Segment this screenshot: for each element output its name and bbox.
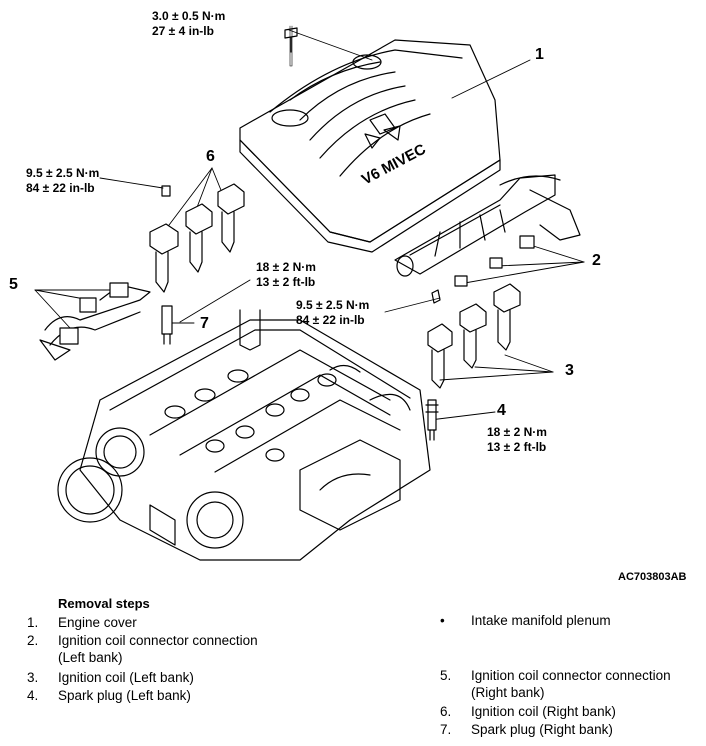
step-text: Spark plug (Right bank) (471, 722, 613, 737)
step-number: 6. (440, 704, 452, 719)
spark-plug-4 (425, 399, 439, 441)
step-text: Ignition coil connector connection (58, 633, 258, 648)
callout-3: 3 (565, 362, 574, 379)
torque-coil-left: 9.5 ± 2.5 N·m 84 ± 22 in-lb (26, 166, 99, 196)
step-text: Engine cover (58, 615, 137, 630)
torque-nm: 9.5 ± 2.5 N·m (26, 166, 100, 180)
torque-imperial: 13 ± 2 ft-lb (256, 275, 316, 289)
step-number: 5. (440, 668, 452, 683)
engine-cover: V6 MIVEC (239, 39, 501, 253)
coils-right-group (427, 283, 521, 389)
step-text: Ignition coil connector connection (471, 668, 671, 683)
torque-cover-bolt: 3.0 ± 0.5 N·m 27 ± 4 in-lb (152, 9, 225, 39)
step-text: Intake manifold plenum (471, 613, 611, 628)
spark-plug-7 (161, 305, 173, 345)
harness-5 (39, 282, 151, 361)
step-number: 4. (27, 688, 39, 703)
step-number: 1. (27, 615, 39, 630)
step-text: Spark plug (Left bank) (58, 688, 191, 703)
step-number: 2. (27, 633, 39, 648)
callout-6: 6 (206, 148, 215, 165)
torque-nm: 18 ± 2 N·m (487, 425, 547, 439)
torque-plug-right: 18 ± 2 N·m 13 ± 2 ft-lb (256, 260, 316, 290)
torque-nm: 18 ± 2 N·m (256, 260, 316, 274)
step-bullet: • (440, 613, 445, 628)
step-number: 7. (440, 722, 452, 737)
intake-plenum (394, 174, 581, 287)
torque-plug-left: 18 ± 2 N·m 13 ± 2 ft-lb (487, 425, 547, 455)
callout-5: 5 (9, 276, 18, 293)
torque-imperial: 84 ± 22 in-lb (26, 181, 95, 195)
cover-bolt (284, 25, 298, 67)
leader-lines (34, 29, 585, 421)
figure-code: AC703803AB (618, 571, 687, 583)
torque-imperial: 13 ± 2 ft-lb (487, 440, 547, 454)
engine-block (57, 309, 431, 561)
step-text-cont: (Right bank) (471, 685, 545, 700)
torque-imperial: 27 ± 4 in-lb (152, 24, 214, 38)
torque-nm: 9.5 ± 2.5 N·m (296, 298, 370, 312)
coils-left-group (149, 183, 245, 293)
step-text: Ignition coil (Left bank) (58, 670, 194, 685)
step-text-cont: (Left bank) (58, 650, 123, 665)
step-number: 3. (27, 670, 39, 685)
callout-1: 1 (535, 46, 544, 63)
torque-nm: 3.0 ± 0.5 N·m (152, 9, 226, 23)
callout-7: 7 (200, 315, 209, 332)
callout-4: 4 (497, 402, 506, 419)
torque-imperial: 84 ± 22 in-lb (296, 313, 365, 327)
step-text: Ignition coil (Right bank) (471, 704, 616, 719)
torque-coil-right: 9.5 ± 2.5 N·m 84 ± 22 in-lb (296, 298, 369, 328)
callout-2: 2 (592, 252, 601, 269)
engine-diagram: V6 MIVEC (34, 25, 585, 561)
removal-steps-title: Removal steps (58, 596, 150, 611)
